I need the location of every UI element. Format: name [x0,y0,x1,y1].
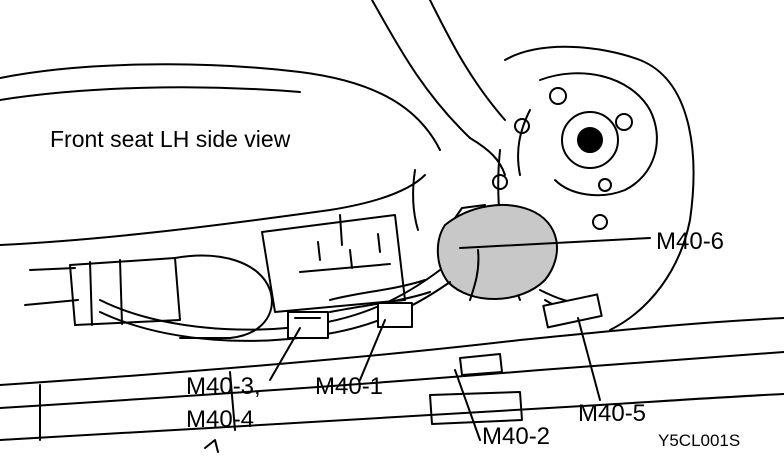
seat-motor-left [24,254,273,339]
diagram-title: Front seat LH side view [50,126,291,152]
seat-rails [0,317,784,441]
connector-m40-3-m40-4 [287,311,329,339]
recliner-mechanism [492,72,658,230]
callout-m40-2: M40-2 [482,423,551,450]
dimension-tick-mark [204,439,219,453]
figure-code: Y5CL001S [658,431,741,450]
callout-m40-5: M40-5 [578,400,647,427]
seat-cushion-outline [0,63,441,246]
callout-m40-4: M40-4 [186,406,255,433]
callout-m40-1: M40-1 [315,373,384,400]
callout-m40-6: M40-6 [656,228,725,255]
connector-m40-6 [436,204,558,301]
callout-m40-3: M40-3, [186,373,261,400]
connector-m40-5 [542,293,603,329]
callout-leaders [269,237,651,441]
center-module [261,214,406,313]
